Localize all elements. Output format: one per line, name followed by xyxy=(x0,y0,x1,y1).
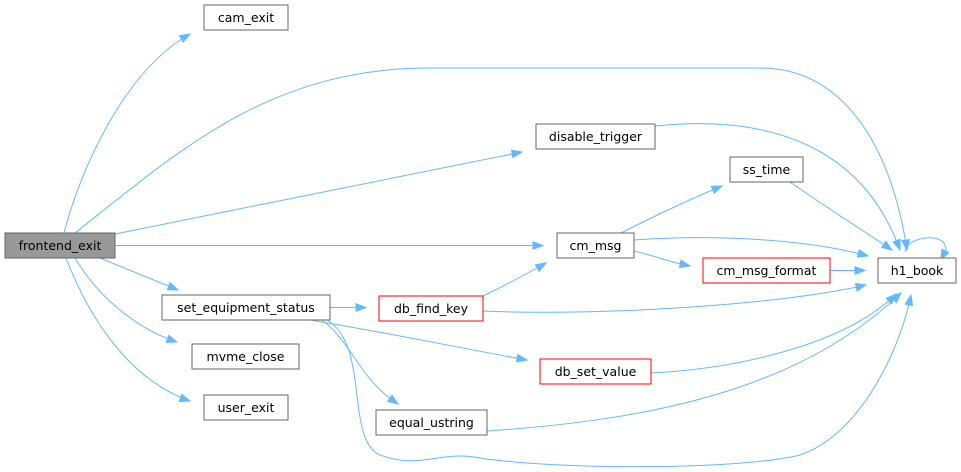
edges-layer xyxy=(63,33,950,468)
node-ss-time[interactable]: ss_time xyxy=(729,156,804,183)
node-db-find-key[interactable]: db_find_key xyxy=(378,295,484,322)
edge-set-equipment-status-to-equal-ustring xyxy=(321,319,400,405)
edge-line xyxy=(326,294,912,468)
node-label: equal_ustring xyxy=(389,415,474,430)
edge-line xyxy=(650,293,897,374)
node-label: db_set_value xyxy=(555,364,637,379)
arrowhead-icon xyxy=(940,248,950,262)
arrowhead-icon xyxy=(355,302,368,313)
node-set-equipment-status[interactable]: set_equipment_status xyxy=(161,294,331,321)
node-db-set-value[interactable]: db_set_value xyxy=(539,358,652,385)
edge-line xyxy=(74,67,908,251)
edge-line xyxy=(114,151,523,235)
arrowhead-icon xyxy=(854,265,867,276)
edge-line xyxy=(633,237,869,257)
edge-disable-trigger-to-h1-book xyxy=(654,123,901,252)
arrowhead-icon xyxy=(515,353,529,363)
edge-line xyxy=(309,319,528,361)
edge-equal-ustring-to-h1-book xyxy=(486,292,903,432)
edge-frontend-exit-to-cm-msg xyxy=(115,240,545,251)
arrowhead-icon xyxy=(166,281,180,291)
edge-cm-msg-format-to-h1-book xyxy=(830,265,867,276)
edge-frontend-exit-to-user-exit xyxy=(65,257,192,403)
node-label: db_find_key xyxy=(394,301,469,316)
arrowhead-icon xyxy=(165,334,179,344)
node-label: cam_exit xyxy=(218,10,274,25)
node-label: frontend_exit xyxy=(19,238,102,253)
arrowhead-icon xyxy=(532,240,545,251)
edge-line xyxy=(789,181,893,251)
arrowhead-icon xyxy=(890,292,903,304)
edge-line xyxy=(486,292,902,432)
node-mvme-close[interactable]: mvme_close xyxy=(191,343,300,370)
arrowhead-icon xyxy=(880,240,894,251)
edge-line xyxy=(63,33,191,234)
edge-line xyxy=(482,284,867,313)
edge-db-find-key-to-cm-msg xyxy=(482,262,548,297)
edge-set-equipment-status-to-db-set-value xyxy=(309,319,529,363)
arrowhead-icon xyxy=(178,393,192,403)
edge-ss-time-to-h1-book xyxy=(789,181,894,251)
edge-set-equipment-status-to-h1-book xyxy=(326,293,914,468)
edge-line xyxy=(654,123,901,251)
edge-db-find-key-to-h1-book xyxy=(482,282,868,313)
edge-line xyxy=(99,257,179,291)
edge-frontend-exit-to-mvme-close xyxy=(74,257,179,344)
edge-set-equipment-status-to-db-find-key xyxy=(330,302,368,313)
node-label: disable_trigger xyxy=(549,129,643,144)
node-label: user_exit xyxy=(218,400,275,415)
node-label: ss_time xyxy=(743,162,791,177)
arrowhead-icon xyxy=(856,248,870,258)
edge-line xyxy=(74,257,178,343)
node-cm-msg[interactable]: cm_msg xyxy=(556,232,635,259)
edge-line xyxy=(620,185,723,234)
arrowhead-icon xyxy=(892,238,901,252)
node-cam-exit[interactable]: cam_exit xyxy=(203,4,289,31)
arrowhead-icon xyxy=(904,293,914,307)
node-label: cm_msg_format xyxy=(717,263,817,278)
nodes-layer: frontend_exit cam_exit disable_trigger s… xyxy=(4,4,957,436)
node-h1-book[interactable]: h1_book xyxy=(877,257,957,284)
edge-cm-msg-to-cm-msg-format xyxy=(633,250,692,269)
node-frontend-exit[interactable]: frontend_exit xyxy=(4,232,116,259)
edge-line xyxy=(904,237,947,259)
arrowhead-icon xyxy=(534,262,548,273)
arrowhead-icon xyxy=(710,185,724,195)
node-user-exit[interactable]: user_exit xyxy=(203,394,289,421)
edge-cm-msg-to-ss-time xyxy=(620,185,724,234)
node-cm-msg-format[interactable]: cm_msg_format xyxy=(702,257,831,284)
edge-db-set-value-to-h1-book xyxy=(650,293,897,374)
edge-cm-msg-to-h1-book xyxy=(633,237,870,258)
arrowhead-icon xyxy=(678,259,692,269)
edge-line xyxy=(65,257,191,402)
edge-line xyxy=(321,319,399,405)
node-label: h1_book xyxy=(891,263,944,278)
edge-frontend-exit-to-cam-exit xyxy=(63,33,192,234)
node-equal-ustring[interactable]: equal_ustring xyxy=(375,409,488,436)
edge-line xyxy=(482,262,547,297)
edge-frontend-exit-to-disable-trigger xyxy=(114,149,524,235)
arrowhead-icon xyxy=(178,33,192,44)
arrowhead-icon xyxy=(386,394,400,405)
node-label: mvme_close xyxy=(207,349,285,364)
edge-h1-book-to-h1-book xyxy=(904,237,950,262)
node-label: set_equipment_status xyxy=(177,300,315,315)
arrowhead-icon xyxy=(854,282,868,292)
node-label: cm_msg xyxy=(570,238,622,253)
arrowhead-icon xyxy=(510,149,524,159)
edge-frontend-exit-to-set-equipment-status xyxy=(99,257,180,291)
node-disable-trigger[interactable]: disable_trigger xyxy=(535,123,656,150)
